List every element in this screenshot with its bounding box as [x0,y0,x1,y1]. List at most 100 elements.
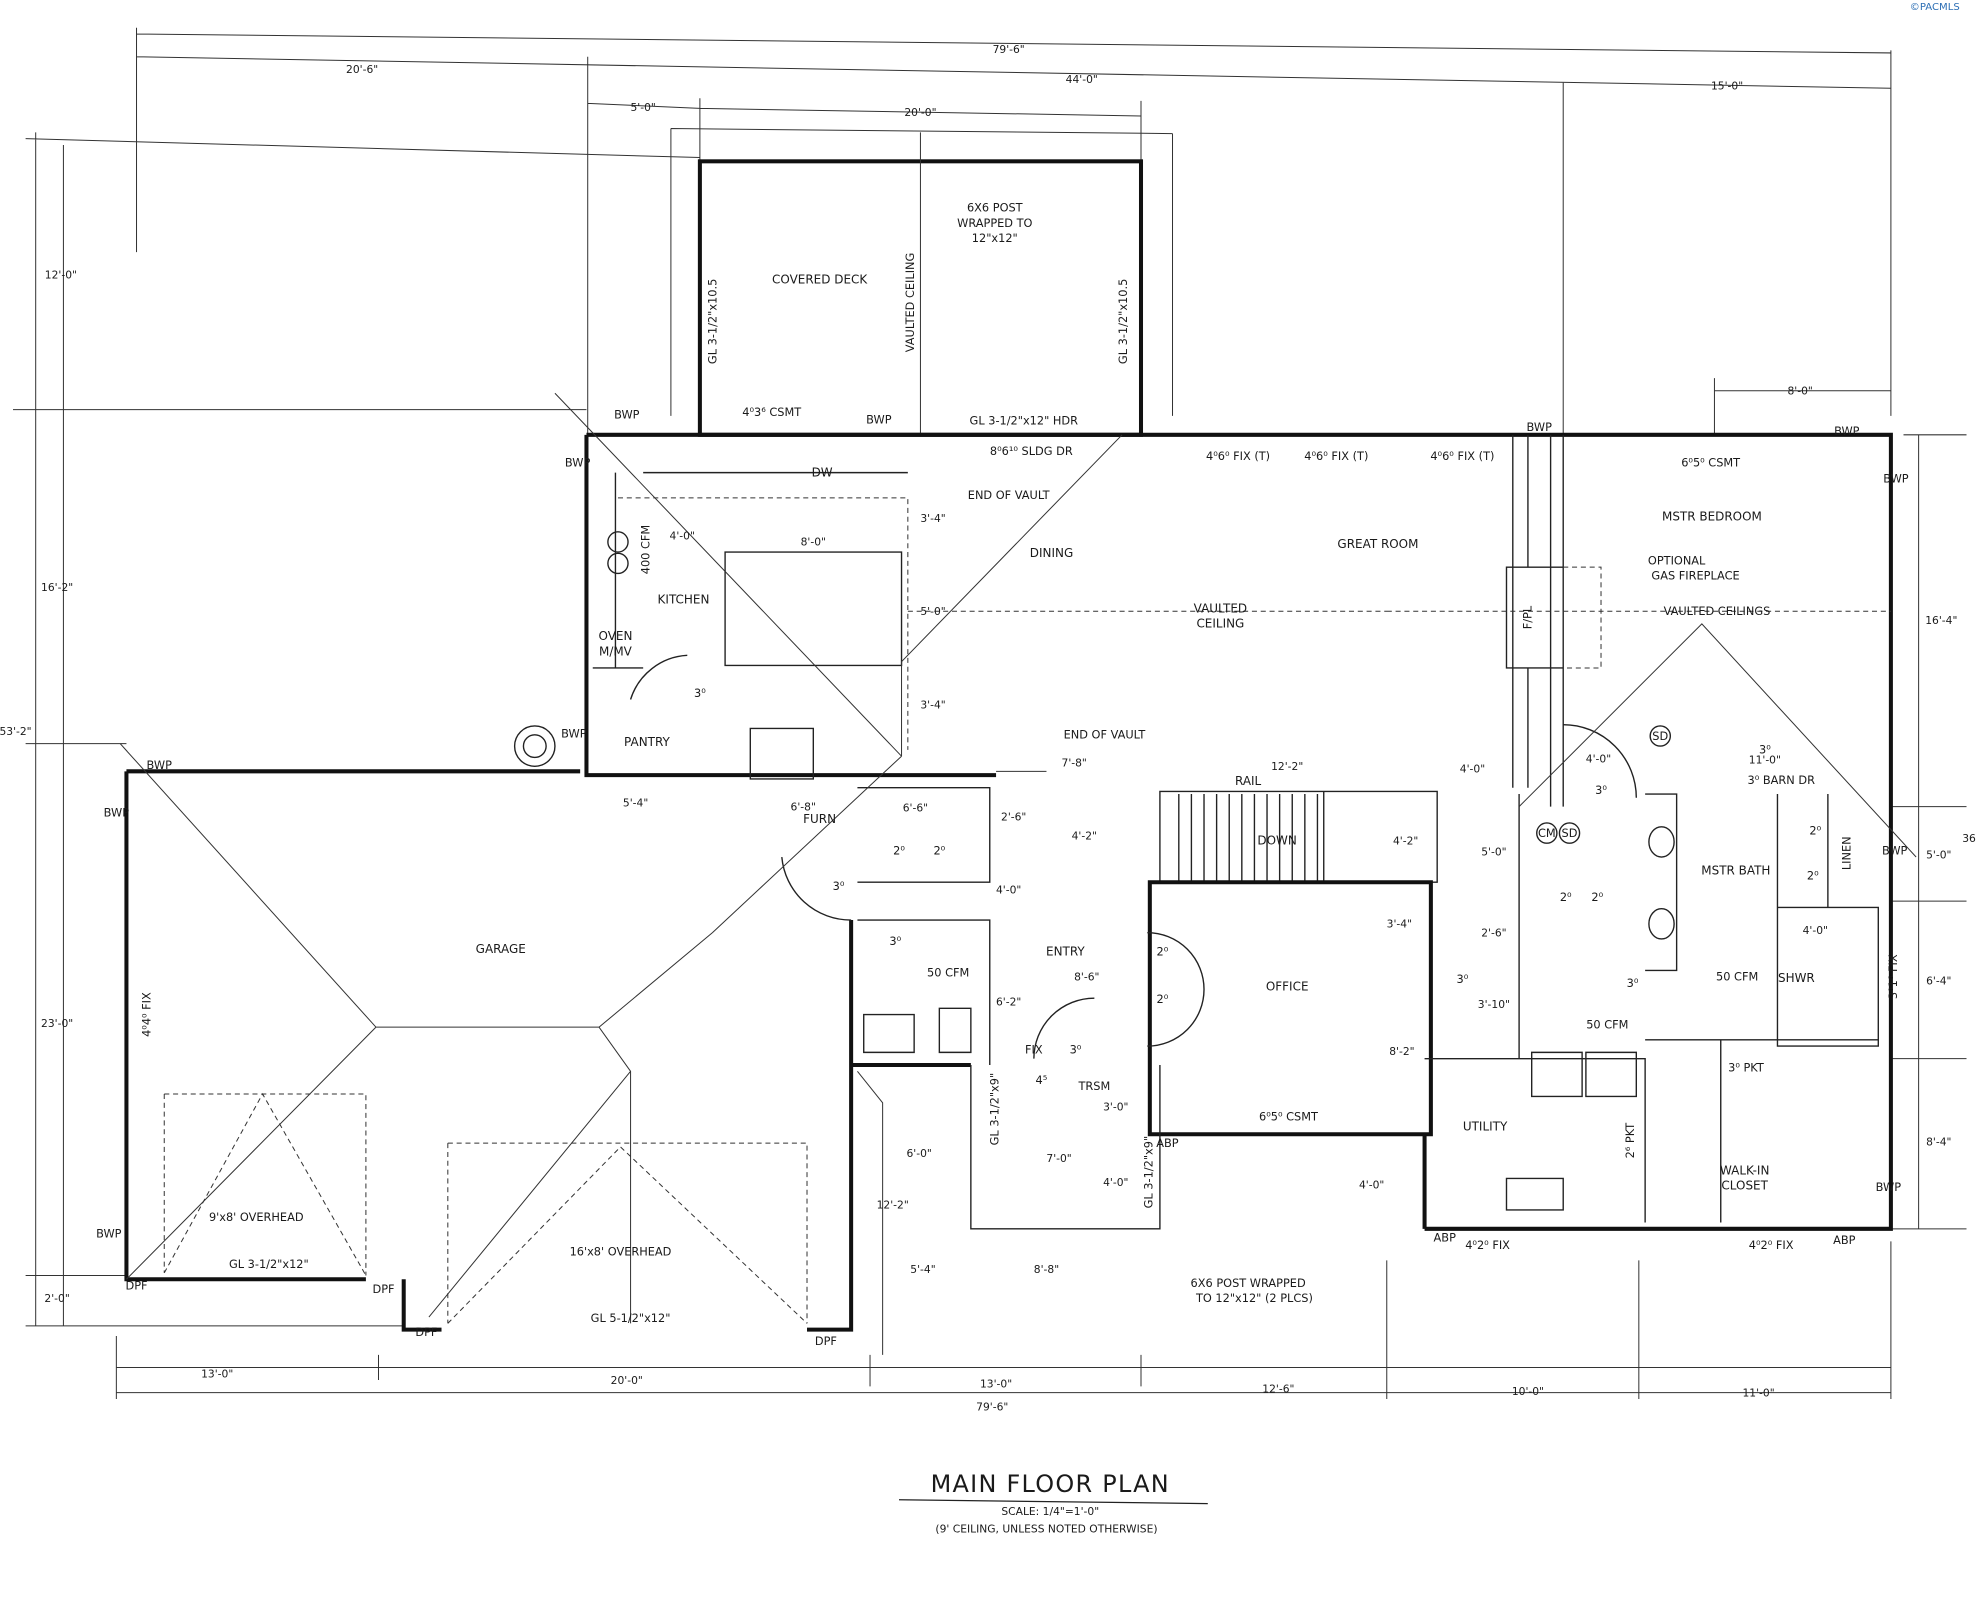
wall-tag: DPF [815,1334,837,1348]
room-label: ENTRY [1046,944,1085,958]
opening-label: 2⁰ [1560,890,1572,904]
opening-label: 2⁰ [1591,890,1603,904]
dimension-label: 6'-8" [791,800,816,813]
room-label: RAIL [1235,774,1262,788]
opening-label: FIX [1025,1043,1043,1057]
plan-scale: SCALE: 1/4"=1'-0" [1001,1505,1099,1518]
opening-label: 4⁰6⁰ FIX (T) [1304,449,1368,463]
opening-label: 4⁵ [1036,1073,1048,1087]
room-label: MSTR BATH [1701,864,1770,878]
dimension-label: 5'-0" [630,101,655,114]
opening-label: 3⁰ [1627,976,1639,990]
watermark: ©PACMLS [1910,2,1960,13]
dimension-label: 12'-6" [1262,1383,1294,1396]
dimension-label: 4'-0" [1460,763,1485,776]
wall-tag: BWP [1834,424,1860,438]
dimension-label: 5'-4" [910,1263,935,1276]
vertical-label: GL 3-1/2"x10.5 [1116,279,1130,364]
dimension-label: 4'-2" [1072,829,1097,842]
dimension-label: 8'-6" [1074,971,1099,984]
opening-label: 2⁰ [933,844,945,858]
wall-tag: DPF [125,1278,147,1292]
annotation: TRSM [1077,1079,1110,1093]
dimension-label: 3'-10" [1478,998,1510,1011]
dimension-label: 16'-4" [1925,614,1957,627]
room-label: MSTR BEDROOM [1662,510,1762,524]
opening-label: 3⁰ [1595,783,1607,797]
vertical-label: F/PL [1521,605,1535,629]
annotation: CM [1538,826,1556,840]
room-label: VAULTED [1194,602,1247,616]
plan-ceiling-note: (9' CEILING, UNLESS NOTED OTHERWISE) [935,1523,1157,1536]
dimension-label: 4'-0" [1359,1178,1384,1191]
room-label: FURN [803,812,836,826]
annotation: VAULTED CEILINGS [1664,604,1771,618]
wall-tag: BWP [1876,1180,1902,1194]
wall-tag: BWP [866,412,892,426]
dimension-label: 12'-2" [1271,760,1303,773]
dimension-label: 8'-4" [1926,1136,1951,1149]
dimension-label: 53'-2" [0,725,32,738]
wall-tag: ABP [1434,1230,1457,1244]
wall-tag: BWP [614,407,640,421]
opening-label: 4⁰6⁰ FIX (T) [1430,449,1494,463]
opening-label: 4⁰3⁶ CSMT [742,405,801,419]
dimension-label: 8'-8" [1034,1263,1059,1276]
dimension-label: 12'-2" [877,1199,909,1212]
dimension-label: 20'-0" [611,1374,643,1387]
opening-label: 3⁰ [1070,1043,1082,1057]
dimension-label: 20'-6" [346,63,378,76]
opening-label: 3⁰ [694,686,706,700]
annotation: 50 CFM [1716,970,1758,984]
dimension-label: 8'-0" [1787,384,1812,397]
vertical-label: 3⁰1⁶ FIX [1886,954,1900,999]
dimension-label: 10'-0" [1512,1385,1544,1398]
dimension-label: 15'-0" [1711,79,1743,92]
annotation: 6X6 POST [967,201,1023,215]
wall-tag: BWP [561,726,587,740]
annotation: GL 5-1/2"x12" [591,1311,671,1325]
opening-label: 2⁰ [1157,992,1169,1006]
annotation: GAS FIREPLACE [1651,569,1739,583]
annotation: GL 3-1/2"x12" HDR [970,414,1079,428]
dimension-label: 16'-2" [41,581,73,594]
room-label: GARAGE [476,942,526,956]
opening-label: 3⁰ PKT [1728,1060,1764,1074]
opening-label: 3⁰ [1457,972,1469,986]
dimension-label: 3'-4" [1387,918,1412,931]
vertical-label: 2⁶ PKT [1623,1123,1637,1159]
dimension-label: 5'-4" [623,797,648,810]
opening-label: 6⁰5⁰ CSMT [1259,1109,1318,1123]
plan-title: MAIN FLOOR PLAN [931,1470,1170,1498]
opening-label: 2⁰ [1157,944,1169,958]
plan-linework [13,27,1967,1399]
room-label: PANTRY [624,735,670,749]
opening-label: 6⁰5⁰ CSMT [1681,455,1740,469]
opening-label: 2⁰ [893,844,905,858]
annotation: END OF VAULT [1064,728,1146,742]
opening-label: 2⁰ [1809,823,1821,837]
room-label: WALK-IN [1720,1164,1769,1178]
wall-tag: BWP [1883,472,1909,486]
annotation: OPTIONAL [1648,554,1706,568]
annotation: 9'x8' OVERHEAD [209,1210,304,1224]
dimension-label: 4'-0" [1103,1176,1128,1189]
dimension-label: 8'-2" [1389,1045,1414,1058]
annotation: 50 CFM [1586,1017,1628,1031]
room-label: CEILING [1196,617,1244,631]
wall-tag: DPF [415,1325,437,1339]
dimension-label: 4'-0" [1586,752,1611,765]
vertical-label: LINEN [1840,836,1854,870]
annotation: WRAPPED TO [957,216,1032,230]
opening-label: 3⁰ [833,879,845,893]
opening-label: 3⁰ [1759,743,1771,757]
wall-tag: BWP [565,455,591,469]
dimension-label: 4'-0" [1803,924,1828,937]
opening-label: 4⁰2⁰ FIX [1465,1238,1510,1252]
annotation: GL 3-1/2"x12" [229,1257,309,1271]
wall-tag: BWP [96,1227,122,1241]
opening-label: 3⁰ [889,934,901,948]
dimension-label: 13'-0" [201,1368,233,1381]
room-label: CLOSET [1721,1179,1768,1193]
